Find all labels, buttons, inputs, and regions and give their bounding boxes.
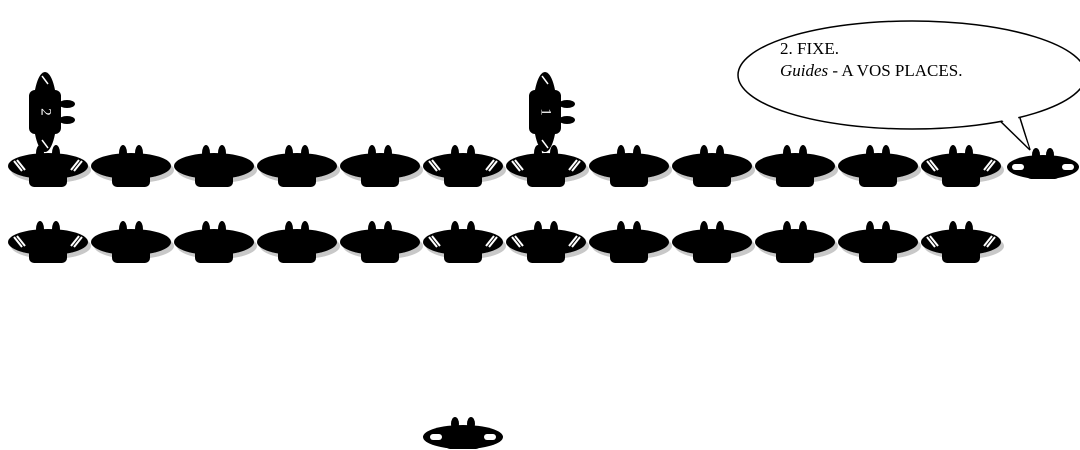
front-rank — [8, 145, 1004, 187]
rear-rank — [8, 221, 1004, 263]
soldier-figure — [8, 221, 91, 263]
commander-figure — [1007, 148, 1079, 179]
soldier-figure — [589, 221, 672, 263]
soldier-figure — [755, 145, 838, 187]
soldier-figure — [174, 145, 257, 187]
command-line-3: Guides - A VOS PLACES. — [780, 60, 1060, 82]
soldier-figure — [921, 221, 1004, 263]
soldier-figure — [8, 145, 91, 187]
soldier-figure — [672, 221, 755, 263]
soldier-figure — [91, 145, 174, 187]
soldier-figure — [589, 145, 672, 187]
command-places: - A VOS PLACES. — [828, 61, 962, 80]
guide-middle: 1 — [529, 72, 575, 152]
soldier-figure — [838, 145, 921, 187]
soldier-figure — [340, 221, 423, 263]
guide-left: 2 — [29, 72, 75, 152]
soldier-figure — [257, 221, 340, 263]
soldier-figure — [755, 221, 838, 263]
instructor-figure — [423, 417, 503, 449]
soldier-figure — [672, 145, 755, 187]
soldier-figure — [257, 145, 340, 187]
soldier-figure — [423, 221, 506, 263]
command-guides-word: Guides — [780, 61, 828, 80]
soldier-figure — [506, 145, 589, 187]
command-line-2: 2. FIXE. — [780, 38, 1060, 60]
guide-middle-number: 1 — [538, 108, 554, 116]
soldier-figure — [921, 145, 1004, 187]
guide-left-number: 2 — [38, 108, 54, 116]
speech-bubble-text: 2. FIXE. Guides - A VOS PLACES. — [780, 38, 1060, 82]
soldier-figure — [506, 221, 589, 263]
soldier-figure — [91, 221, 174, 263]
soldier-figure — [838, 221, 921, 263]
soldier-figure — [340, 145, 423, 187]
soldier-figure — [423, 145, 506, 187]
soldier-figure — [174, 221, 257, 263]
